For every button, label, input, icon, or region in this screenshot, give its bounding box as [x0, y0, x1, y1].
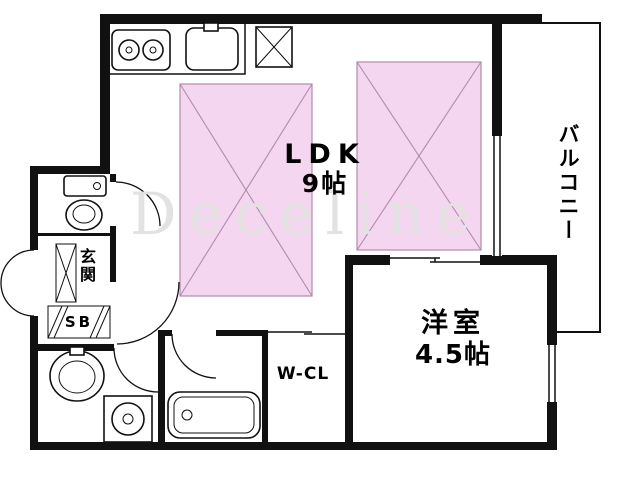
- ldk-door-arc: [116, 281, 180, 345]
- room-label-walk-in-closet: W-CL: [276, 364, 330, 384]
- room-label-western-room: 洋室 4.5帖: [383, 308, 523, 372]
- bathroom-door-arc: [171, 333, 217, 379]
- toilet-door-arc: [115, 181, 161, 227]
- highlight-area-left: [179, 83, 313, 297]
- washbasin-icon: [49, 346, 105, 402]
- room-label-balcony: バルコニー: [556, 123, 580, 243]
- room-label-entrance: 玄関: [77, 248, 96, 284]
- western-room-size: 4.5帖: [414, 340, 492, 371]
- balcony-window: [492, 136, 502, 256]
- kitchen-counter: [110, 24, 246, 75]
- bathtub-icon: [167, 391, 261, 439]
- ldk-size: 9帖: [301, 169, 349, 199]
- washing-machine-icon: [103, 395, 153, 443]
- sink-icon: [185, 22, 239, 71]
- watermark: Deceline: [130, 180, 483, 248]
- ldk-name: LDK: [284, 139, 366, 170]
- entrance-door-arc: [0, 249, 35, 317]
- western-room-sliding-door: [390, 255, 480, 265]
- highlight-area-right: [356, 61, 482, 251]
- balcony-outline: [540, 22, 601, 333]
- stove-icon: [111, 29, 171, 71]
- toilet-icon: [63, 175, 107, 231]
- cupboard-icon: [255, 26, 293, 68]
- wcl-door: [268, 330, 345, 336]
- shoe-box: [47, 305, 111, 339]
- washroom-door-arc: [113, 347, 159, 393]
- room-label-shoe-box: SB: [64, 313, 94, 331]
- western-room-name: 洋室: [421, 308, 485, 339]
- room-label-ldk: LDK 9帖: [253, 139, 397, 199]
- western-room-window: [547, 345, 557, 402]
- entrance-cabinet: [55, 243, 77, 303]
